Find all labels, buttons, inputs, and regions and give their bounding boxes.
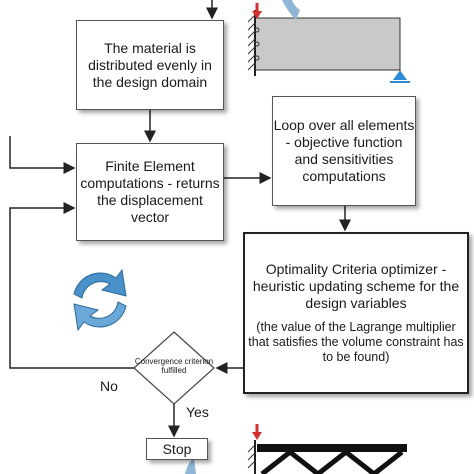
initial-design-domain [247,10,401,76]
loop-elements-text: Loop over all elements - objective funct… [273,117,415,184]
cycle-arrows-icon [73,268,127,332]
no-label: No [100,378,118,394]
load-arrow-icon [252,3,262,19]
oc-optimizer-box: Optimality Criteria optimizer - heuristi… [243,232,469,394]
loop-elements-box: Loop over all elements - objective funct… [272,96,416,206]
decorative-swoosh-icon [282,0,300,20]
load-arrow-icon-bottom [252,424,262,440]
roller-support-icon [390,70,410,83]
oc-optimizer-title: Optimality Criteria optimizer - heuristi… [252,261,460,311]
stop-text: Stop [162,440,192,457]
decorative-swoosh-icon-bottom [185,458,196,474]
no-branch-connector [9,202,134,369]
stop-box: Stop [146,438,208,460]
finite-element-box: Finite Element computations - returns th… [76,143,224,241]
yes-label: Yes [186,404,209,420]
decision-label: Convergence criterion fulfilled [134,357,214,375]
init-material-text: The material is distributed evenly in th… [88,39,212,90]
init-material-box: The material is distributed evenly in th… [76,20,224,110]
oc-optimizer-note: (the value of the Lagrange multiplier th… [248,320,464,364]
optimized-structure [247,440,407,474]
finite-element-text: Finite Element computations - returns th… [80,158,220,225]
loop-entry-connector [9,136,76,174]
